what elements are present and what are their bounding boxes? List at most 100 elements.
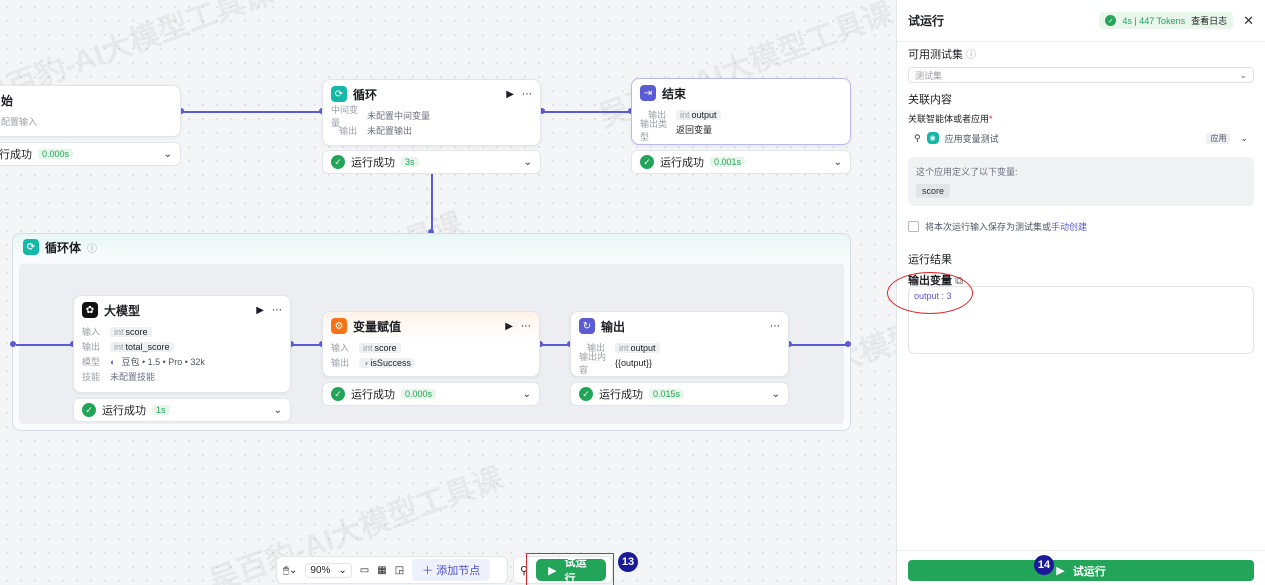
comment-icon[interactable]: ▭ <box>359 564 370 576</box>
port[interactable] <box>428 229 434 235</box>
doubao-icon: ◐ <box>110 356 116 367</box>
testset-select[interactable]: 测试集⌄ <box>908 67 1254 83</box>
chevron-down-icon: ⌄ <box>338 564 347 576</box>
assign-icon: ⚙ <box>331 318 347 334</box>
row-key: 输出 <box>647 110 666 120</box>
chevron-down-icon[interactable]: ⌄ <box>273 404 282 416</box>
loop-icon: ⟳ <box>331 86 347 102</box>
loop-body-title: 循环体 <box>45 240 82 255</box>
row-key: 输出 <box>331 358 350 368</box>
row-key: 中间变量 <box>331 104 359 128</box>
manual-create-link[interactable]: 手动创建 <box>1051 222 1088 232</box>
add-node-button[interactable]: ＋ 添加节点 <box>412 559 491 581</box>
chevron-down-icon[interactable]: ⌄ <box>163 148 172 160</box>
zoom-select[interactable]: 90%⌄ <box>305 562 352 578</box>
play-icon[interactable]: ▶ <box>256 304 264 316</box>
save-checkbox[interactable] <box>908 221 919 232</box>
node-title: 大模型 <box>104 303 141 318</box>
related-app-label: 关联智能体或者应用* <box>908 114 993 124</box>
check-icon: ✓ <box>331 387 345 401</box>
run-stats: ✓ 4s | 447 Tokens 查看日志 <box>1099 12 1234 29</box>
play-icon[interactable]: ▶ <box>506 88 514 100</box>
output-status-bar[interactable]: ✓ 运行成功 0.015s ⌄ <box>570 382 789 406</box>
port[interactable] <box>845 341 851 347</box>
info-icon[interactable]: ⓘ <box>87 243 98 255</box>
node-title: 循环 <box>353 87 378 102</box>
chevron-down-icon[interactable]: ⌄ <box>522 388 531 400</box>
status-text: 运行成功 <box>599 389 643 401</box>
node-title: 输出 <box>601 319 626 334</box>
llm-status-bar[interactable]: ✓ 运行成功 1s ⌄ <box>73 398 291 422</box>
loop-status-bar[interactable]: ✓ 运行成功 3s ⌄ <box>322 150 541 174</box>
app-name: 应用变量测试 <box>944 133 999 144</box>
start-node[interactable]: 始 配置输入 <box>0 85 181 137</box>
output-icon: ↻ <box>579 318 595 334</box>
more-icon[interactable]: ⋯ <box>770 320 780 332</box>
play-icon[interactable]: ▶ <box>505 320 513 332</box>
more-icon[interactable]: ⋯ <box>272 304 282 316</box>
port[interactable] <box>10 341 16 347</box>
check-icon: ✓ <box>640 155 654 169</box>
check-icon: ✓ <box>82 403 96 417</box>
test-run-button[interactable]: ▶ 试运行 <box>536 557 606 585</box>
result-label: 运行结果 <box>908 254 952 266</box>
row-key: 输出 <box>338 126 357 136</box>
wrench-icon[interactable]: ⚲ <box>520 564 529 577</box>
check-icon: ✓ <box>579 387 593 401</box>
edge <box>542 111 630 113</box>
app-select[interactable]: ⚲ ◉ 应用变量测试 应用 ⌄ <box>908 128 1254 148</box>
layout-icon[interactable]: ▦ <box>377 564 387 576</box>
close-icon[interactable]: ✕ <box>1243 12 1254 28</box>
chevron-down-icon[interactable]: ⌄ <box>771 388 780 400</box>
var-tag: ◑isSuccess <box>359 357 415 368</box>
run-toolbar: ⚲ ▶ 试运行 <box>513 556 613 585</box>
minimap-icon[interactable]: ◲ <box>394 564 405 576</box>
workflow-canvas[interactable]: 吴百豹-AI大模型工具课 吴百豹-AI大模型工具课 吴百豹-AI大模型工具课 吴… <box>0 0 896 585</box>
port[interactable] <box>288 341 294 347</box>
row-key: 模型 <box>82 357 101 367</box>
chevron-down-icon: ⌄ <box>1239 69 1247 80</box>
exit-icon: ⇥ <box>640 85 656 101</box>
port[interactable] <box>178 108 184 114</box>
edge <box>541 344 571 346</box>
chevron-down-icon[interactable]: ⌄ <box>833 156 842 168</box>
row-key: 输出类型 <box>640 118 668 142</box>
more-icon[interactable]: ⋯ <box>521 320 531 332</box>
row-key: 技能 <box>82 372 101 382</box>
status-text: 行成功 <box>0 149 32 161</box>
row-value: 未配置技能 <box>110 372 156 382</box>
status-text: 运行成功 <box>351 157 395 169</box>
loop-node[interactable]: ⟳ 循环 ▶⋯ 中间变量未配置中间变量 输出未配置输出 <box>322 79 541 146</box>
more-icon[interactable]: ⋯ <box>522 88 532 100</box>
end-status-bar[interactable]: ✓ 运行成功 0.001s ⌄ <box>631 150 851 174</box>
save-testset-row: 将本次运行输入保存为测试集或手动创建 <box>908 220 1087 233</box>
testset-label: 可用测试集 ⓘ <box>908 49 977 61</box>
start-status-bar[interactable]: 行成功 0.000s ⌄ <box>0 142 181 166</box>
port[interactable] <box>786 341 792 347</box>
chevron-down-icon[interactable]: ⌄ <box>523 156 532 168</box>
edge <box>431 174 433 233</box>
port[interactable] <box>537 341 543 347</box>
step-badge: 13 <box>618 552 638 572</box>
row-value: 未配置输出 <box>367 126 413 136</box>
duration-badge: 0.001s <box>710 157 746 167</box>
view-log-link[interactable]: 查看日志 <box>1191 16 1228 26</box>
row-key: 输出 <box>82 342 101 352</box>
port[interactable] <box>539 108 545 114</box>
row-key: 输入 <box>331 343 350 353</box>
panel-title: 试运行 <box>908 14 945 28</box>
panel-run-button[interactable]: ▶ 试运行 <box>908 560 1254 581</box>
assign-status-bar[interactable]: ✓ 运行成功 0.000s ⌄ <box>322 382 540 406</box>
node-title: 变量赋值 <box>353 319 402 334</box>
edge <box>292 344 322 346</box>
mouse-icon[interactable]: 🖱⌄ <box>283 564 298 576</box>
related-label: 关联内容 <box>908 94 952 106</box>
vars-hint: 这个应用定义了以下变量: <box>916 167 1018 177</box>
